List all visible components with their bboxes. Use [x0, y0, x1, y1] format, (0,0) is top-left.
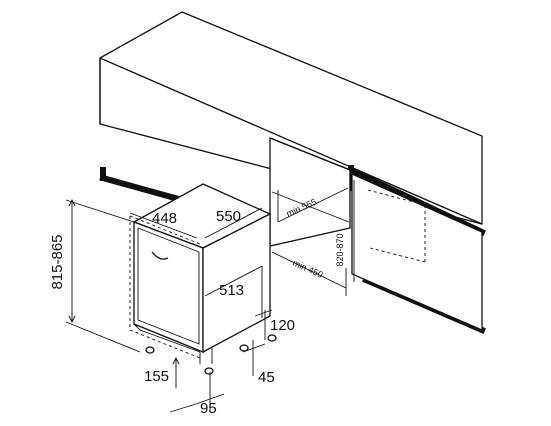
plinth-label: 120	[270, 317, 295, 334]
dishwasher	[129, 183, 277, 375]
depth-label: 550	[216, 208, 241, 225]
foot-45-label: 45	[258, 369, 275, 386]
niche-height-label: 820-870	[335, 233, 345, 266]
niche-interior	[269, 137, 483, 331]
foot-95-label: 95	[200, 400, 217, 417]
depth-513-label: 513	[219, 282, 244, 299]
width-label: 448	[152, 210, 177, 227]
min-width-label: min 450	[291, 258, 324, 280]
foot-155-label: 155	[144, 368, 169, 385]
height-range-label: 815-865	[49, 234, 66, 289]
dimension-lines	[65, 180, 355, 413]
